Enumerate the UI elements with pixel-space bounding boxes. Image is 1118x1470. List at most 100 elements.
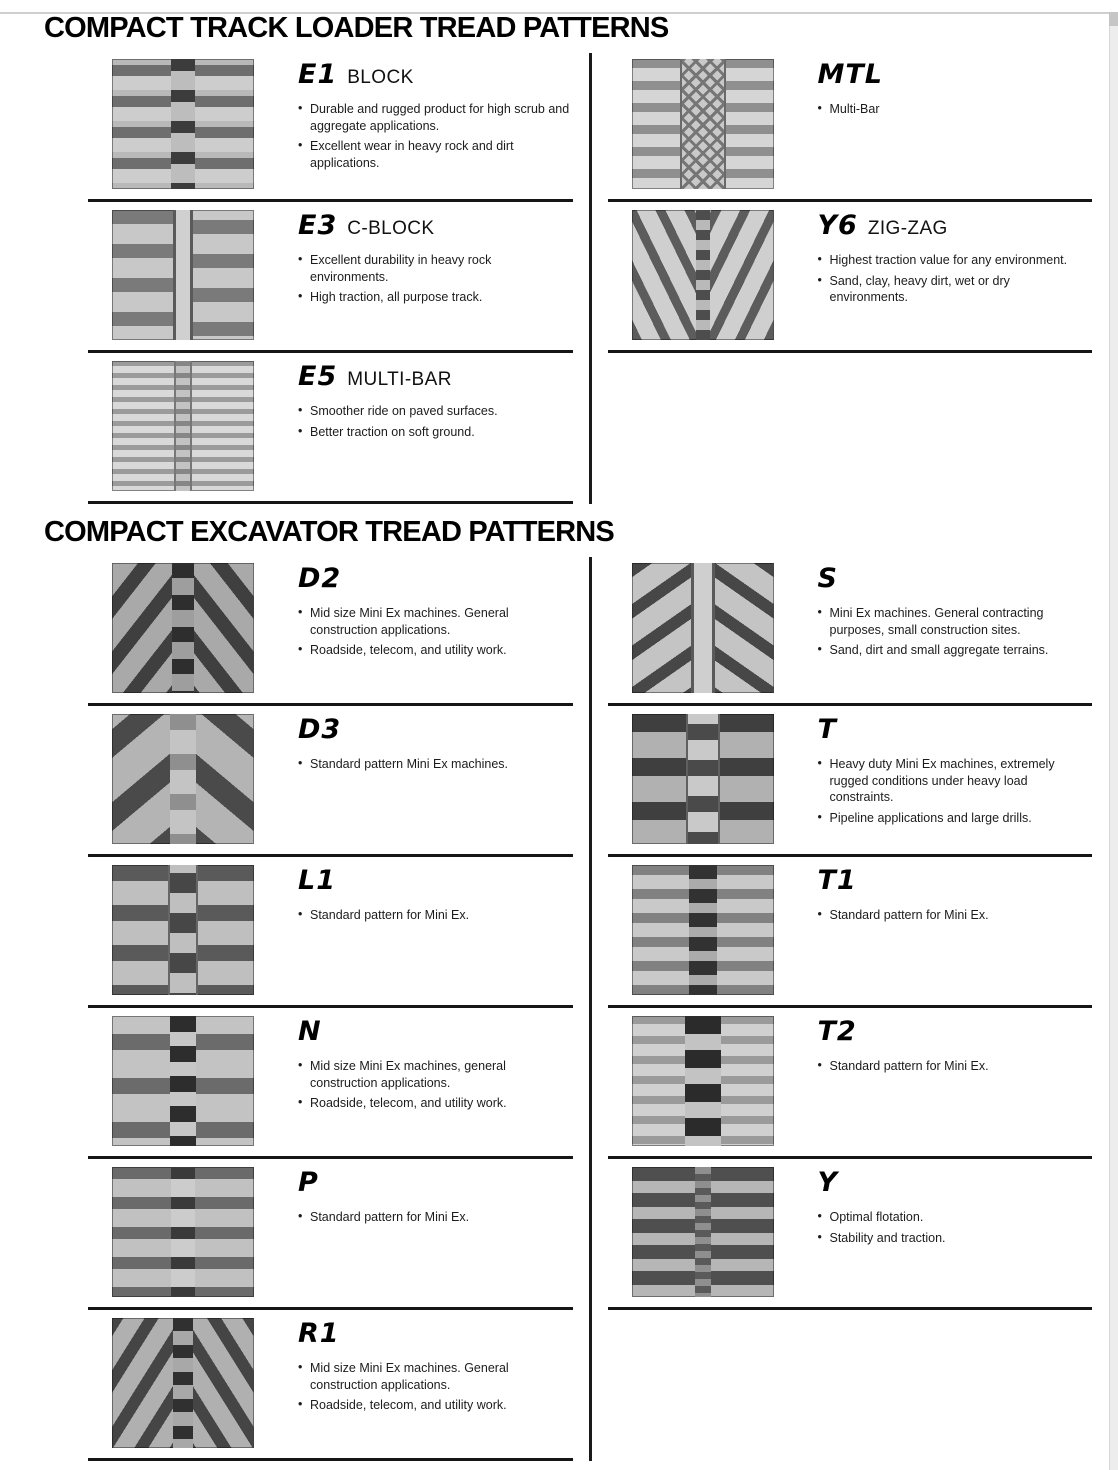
entry-y6-zigzag: Y6 ZIG-ZAG Highest traction value for an… [608,202,1093,350]
tread-bullet: Excellent wear in heavy rock and dirt ap… [298,137,571,171]
entry-d2: D2 Mid size Mini Ex machines. General co… [88,555,573,703]
tread-center-band [684,1016,721,1146]
tread-photo-e5 [112,361,254,491]
tread-bullet: Durable and rugged product for high scru… [298,100,571,134]
tread-info: E5 MULTI-BAR Smoother ride on paved surf… [298,361,571,444]
tread-title: L1 [298,867,571,894]
row-divider [88,854,573,857]
tread-bullet: Roadside, telecom, and utility work. [298,641,571,659]
tread-center-band [679,59,726,189]
tread-code: L1 [298,865,336,896]
tread-bullet: Standard pattern for Mini Ex. [818,1057,1091,1075]
tread-photo-t [631,714,774,844]
tread-bullet: Stability and traction. [818,1229,1091,1247]
track-loader-section: E1 BLOCK Durable and rugged product for … [88,51,1092,504]
tread-center-band [170,1016,196,1146]
excavator-right-column: S Mini Ex machines. General contracting … [607,555,1093,1461]
tread-center-band [173,1318,193,1448]
tread-title: D3 [298,716,571,743]
tread-photo-e3 [112,210,254,340]
tread-bullet: High traction, all purpose track. [298,288,571,306]
tread-center-band [173,210,193,340]
entry-n: N Mid size Mini Ex machines, general con… [88,1008,573,1156]
tread-title: E1 BLOCK [298,61,571,88]
row-divider [88,1307,573,1310]
tread-bullets: Durable and rugged product for high scru… [298,100,571,172]
column-divider [588,557,592,1461]
tread-info: T1 Standard pattern for Mini Ex. [818,865,1091,928]
tread-photo-s [631,563,774,693]
tread-name: ZIG-ZAG [867,218,948,239]
tread-bullet: Sand, clay, heavy dirt, wet or dry envir… [818,272,1091,306]
tread-info: L1 Standard pattern for Mini Ex. [298,865,571,928]
entry-t: T Heavy duty Mini Ex machines, extremely… [608,706,1093,854]
tread-bullets: Standard pattern for Mini Ex. [818,1057,1091,1075]
tread-info: E1 BLOCK Durable and rugged product for … [298,59,571,176]
tread-bullet: Mid size Mini Ex machines, general const… [298,1057,571,1091]
tread-code: MTL [817,59,883,90]
tread-info: T Heavy duty Mini Ex machines, extremely… [818,714,1091,831]
tread-info: D3 Standard pattern Mini Ex machines. [298,714,571,777]
tread-title: T [818,716,1091,743]
tread-bullet: Standard pattern Mini Ex machines. [298,755,571,773]
tread-photo-t2 [631,1016,774,1146]
tread-bullets: Standard pattern for Mini Ex. [818,906,1091,924]
entry-t1: T1 Standard pattern for Mini Ex. [608,857,1093,1005]
tread-bullets: Mid size Mini Ex machines. General const… [298,1359,571,1414]
tread-code: T [817,714,837,745]
entry-d3: D3 Standard pattern Mini Ex machines. [88,706,573,854]
tread-code: R1 [298,1318,340,1349]
tread-code: D3 [298,714,342,745]
tread-bullet: Roadside, telecom, and utility work. [298,1396,571,1414]
tread-bullet: Mini Ex machines. General contracting pu… [818,604,1091,638]
entry-e5-multibar: E5 MULTI-BAR Smoother ride on paved surf… [88,353,573,501]
tread-title: E5 MULTI-BAR [298,363,571,390]
tread-bullets: Standard pattern Mini Ex machines. [298,755,571,773]
tread-photo-d3 [112,714,254,844]
tread-center-band [170,714,196,844]
tread-bullet: Mid size Mini Ex machines. General const… [298,1359,571,1393]
tread-name: C-BLOCK [347,218,435,239]
row-divider [607,199,1092,202]
tread-center-band [172,563,194,693]
tread-bullet: Heavy duty Mini Ex machines, extremely r… [818,755,1091,806]
tread-title: MTL [818,61,1091,88]
tread-bullet: Smoother ride on paved surfaces. [298,402,571,420]
row-divider [88,350,573,353]
row-divider [607,1307,1092,1310]
tread-title: T2 [818,1018,1091,1045]
tread-center-band [690,563,715,693]
tread-bullet: Multi-Bar [818,100,1091,118]
tread-info: P Standard pattern for Mini Ex. [298,1167,571,1230]
tread-title: T1 [818,867,1091,894]
tread-code: E5 [298,361,338,392]
column-divider [588,53,592,504]
tread-bullets: Mid size Mini Ex machines. General const… [298,604,571,659]
tread-title: D2 [298,565,571,592]
tread-info: Y Optimal flotation. Stability and tract… [818,1167,1091,1250]
tread-title: N [298,1018,571,1045]
tread-title: E3 C-BLOCK [298,212,571,239]
tread-photo-p [112,1167,254,1297]
tread-center-band [174,361,192,491]
page-right-edge-cap [1109,12,1118,26]
tread-info: Y6 ZIG-ZAG Highest traction value for an… [818,210,1091,310]
entry-s: S Mini Ex machines. General contracting … [608,555,1093,703]
tread-bullets: Multi-Bar [818,100,1091,118]
entry-e1-block: E1 BLOCK Durable and rugged product for … [88,51,573,199]
tread-bullets: Smoother ride on paved surfaces. Better … [298,402,571,440]
tread-photo-l1 [112,865,254,995]
tread-code: S [817,563,838,594]
tread-info: MTL Multi-Bar [818,59,1091,122]
entry-y: Y Optimal flotation. Stability and tract… [608,1159,1093,1307]
tread-bullets: Standard pattern for Mini Ex. [298,1208,571,1226]
tread-photo-e1 [112,59,254,189]
tread-title: S [818,565,1091,592]
tread-bullets: Mini Ex machines. General contracting pu… [818,604,1091,659]
row-divider [607,703,1092,706]
track-loader-right-column: MTL Multi-Bar Y6 ZIG-ZAG Highest tractio… [607,51,1093,504]
tread-title: Y6 ZIG-ZAG [818,212,1091,239]
tread-center-band [685,714,720,844]
tread-bullet: Roadside, telecom, and utility work. [298,1094,571,1112]
tread-bullet: Sand, dirt and small aggregate terrains. [818,641,1091,659]
